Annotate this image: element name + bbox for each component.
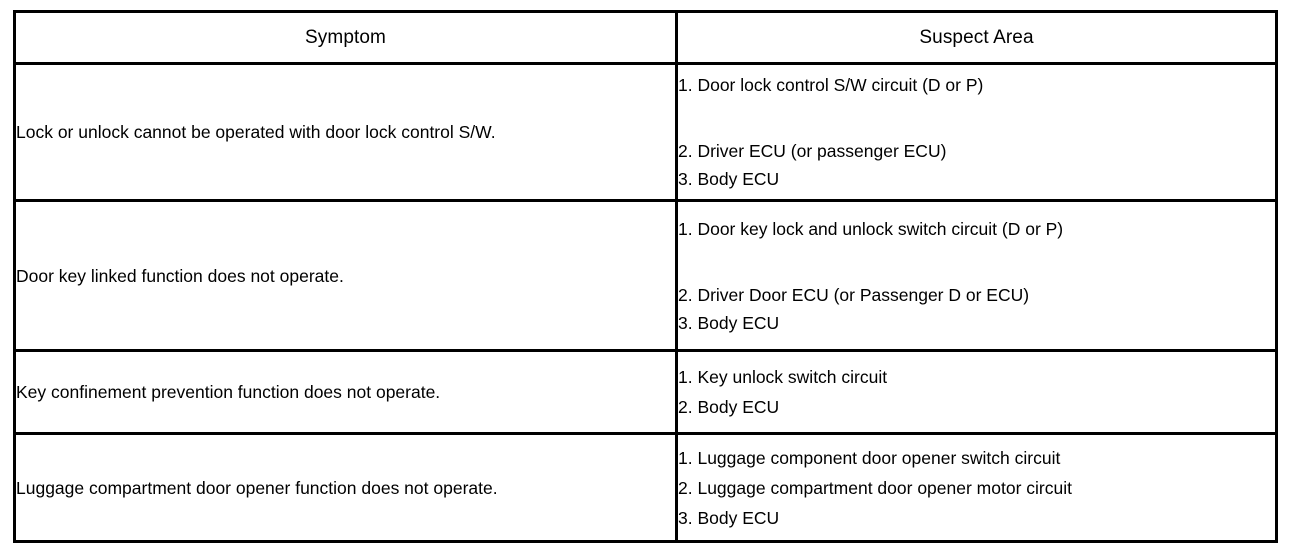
suspect-area-item: 2. Driver Door ECU (or Passenger D or EC… (678, 284, 1030, 305)
table-header: Symptom Suspect Area (13, 10, 1278, 65)
troubleshooting-table: Symptom Suspect Area Lock or unlock cann… (13, 10, 1278, 543)
symptom-text: Key confinement prevention function does… (16, 382, 441, 402)
suspect-area-item: 1. Door lock control S/W circuit (D or P… (678, 75, 984, 95)
suspect-area-list: 1. Door lock control S/W circuit (D or P… (678, 74, 1275, 190)
suspect-area-item: 2. Driver ECU (or passenger ECU) (678, 141, 947, 161)
table-row: Key confinement prevention function does… (13, 349, 1278, 435)
table-row: Lock or unlock cannot be operated with d… (13, 62, 1278, 202)
suspect-area-item: 2. Luggage compartment door opener motor… (678, 477, 1072, 498)
suspect-area-item: 1. Door key lock and unlock switch circu… (678, 218, 1064, 239)
suspect-area-cell: 1. Door key lock and unlock switch circu… (675, 199, 1278, 352)
suspect-area-item: 2. Body ECU (678, 397, 780, 417)
column-header-suspect-area-label: Suspect Area (919, 26, 1034, 48)
symptom-cell: Key confinement prevention function does… (13, 349, 678, 435)
suspect-area-cell: 1. Luggage component door opener switch … (675, 432, 1278, 543)
table-body: Lock or unlock cannot be operated with d… (13, 62, 1278, 543)
suspect-area-list: 1. Luggage component door opener switch … (678, 447, 1275, 529)
suspect-area-item: 3. Body ECU (678, 169, 780, 189)
suspect-area-list: 1. Key unlock switch circuit 2. Body ECU (678, 366, 1275, 418)
symptom-text: Luggage compartment door opener function… (16, 477, 498, 498)
symptom-text: Lock or unlock cannot be operated with d… (16, 122, 496, 142)
suspect-area-item: 1. Luggage component door opener switch … (678, 447, 1061, 468)
symptom-text: Door key linked function does not operat… (16, 265, 344, 286)
suspect-area-item: 3. Body ECU (678, 312, 780, 333)
column-header-symptom-label: Symptom (305, 26, 386, 48)
symptom-cell: Door key linked function does not operat… (13, 199, 678, 352)
table-header-row: Symptom Suspect Area (13, 10, 1278, 65)
suspect-area-item: 3. Body ECU (678, 507, 780, 528)
table-row: Door key linked function does not operat… (13, 199, 1278, 352)
column-header-suspect-area: Suspect Area (675, 10, 1278, 65)
table-row: Luggage compartment door opener function… (13, 432, 1278, 543)
suspect-area-cell: 1. Door lock control S/W circuit (D or P… (675, 62, 1278, 202)
symptom-cell: Luggage compartment door opener function… (13, 432, 678, 543)
symptom-cell: Lock or unlock cannot be operated with d… (13, 62, 678, 202)
suspect-area-item: 1. Key unlock switch circuit (678, 367, 888, 387)
suspect-area-list: 1. Door key lock and unlock switch circu… (678, 218, 1275, 334)
suspect-area-cell: 1. Key unlock switch circuit 2. Body ECU (675, 349, 1278, 435)
column-header-symptom: Symptom (13, 10, 678, 65)
